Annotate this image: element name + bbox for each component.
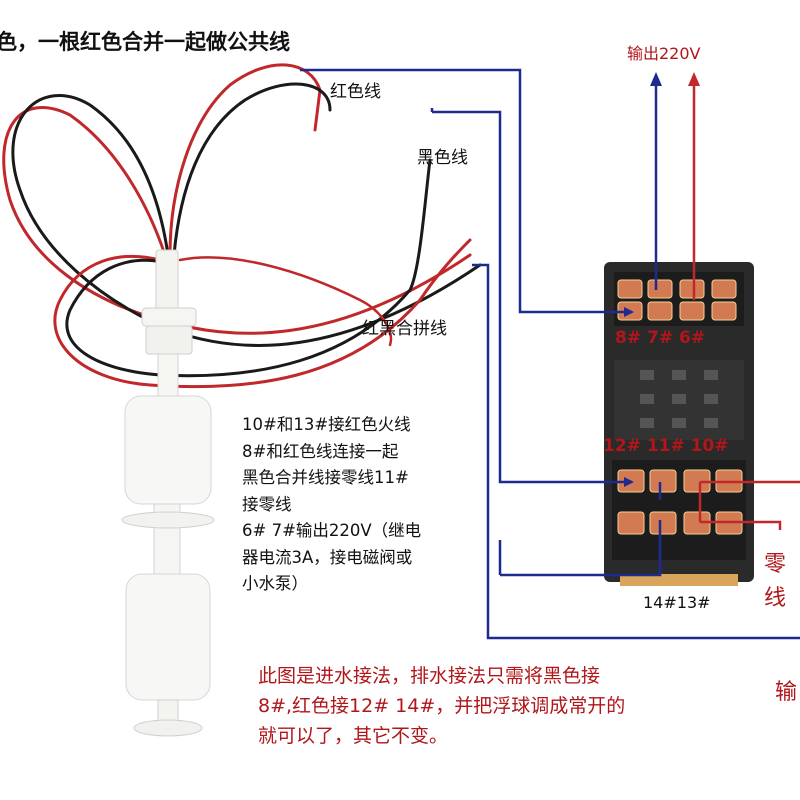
instruction-line: 器电流3A，接电磁阀或 <box>242 547 413 567</box>
instruction-line: 接零线 <box>242 494 292 514</box>
relay-pins-middle: 12# 11# 10# <box>603 436 729 456</box>
output-220v-label: 输出220V <box>627 44 701 63</box>
header-text: 色，一根红色合并一起做公共线 <box>0 30 290 54</box>
instruction-line: 黑色合并线接零线11# <box>242 468 409 487</box>
instruction-line: 小水泵） <box>242 574 308 593</box>
relay-pins-bottom: 14#13# <box>643 593 711 612</box>
instruction-line: 10#和13#接红色火线 <box>242 415 411 434</box>
red-output-wires <box>692 80 800 530</box>
blue-connection-wires <box>300 68 800 640</box>
note-line: 此图是进水接法，排水接法只需将黑色接 <box>258 665 601 687</box>
relay-socket <box>604 262 754 586</box>
relay-pins-top: 8# 7# 6# <box>615 328 706 348</box>
combined-wire-label: 红黑合拼线 <box>362 319 447 339</box>
float-switch <box>121 249 215 737</box>
instructions-block: 10#和13#接红色火线 8#和红色线连接一起 黑色合并线接零线11# 接零线 … <box>242 412 421 598</box>
black-wire-label: 黑色线 <box>417 148 468 168</box>
drainage-note: 此图是进水接法，排水接法只需将黑色接 8#,红色接12# 14#，并把浮球调成常… <box>258 661 625 751</box>
float-switch-wires <box>2 63 482 389</box>
instruction-line: 8#和红色线连接一起 <box>242 441 399 461</box>
red-wire-label: 红色线 <box>330 82 381 102</box>
zero-line-label: 零线 <box>764 552 787 611</box>
note-line: 就可以了，其它不变。 <box>258 725 449 747</box>
instruction-line: 6# 7#输出220V（继电 <box>242 521 422 540</box>
arrowheads <box>624 72 700 487</box>
note-line: 8#,红色接12# 14#，并把浮球调成常开的 <box>258 695 626 717</box>
output-side-label: 输 <box>775 680 798 705</box>
